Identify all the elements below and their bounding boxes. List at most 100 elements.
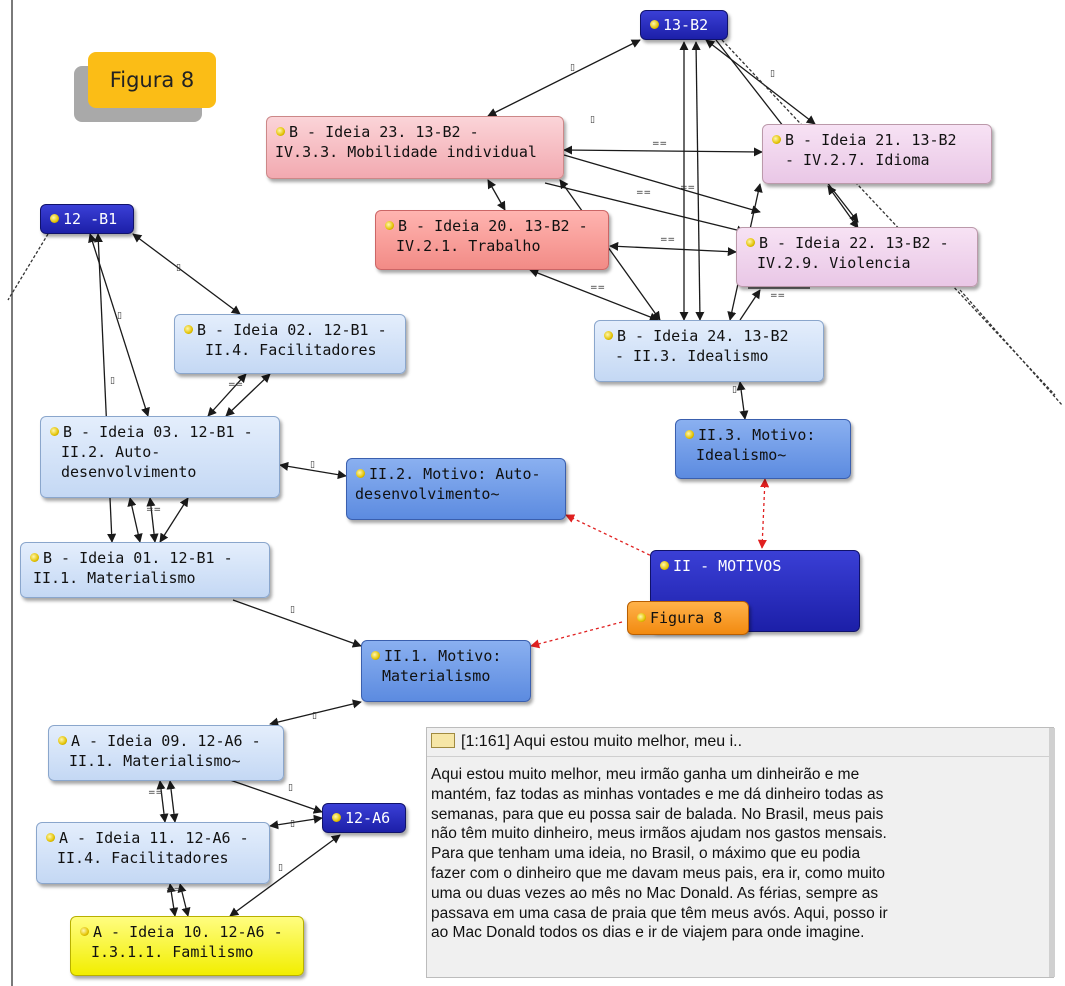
link-label-6: == [660,235,675,245]
quotation-line: Para que tenham uma ideia, no Brasil, o … [431,845,861,863]
node-ideia-23[interactable]: B - Ideia 23. 13-B2 - IV.3.3. Mobilidade… [266,116,564,179]
link-line-30 [146,497,159,543]
node-line1: II.3. Motivo: [698,426,816,444]
figure-callout: Figura 8 [74,52,216,122]
link-line-35 [269,814,323,830]
node-line2: II.2. Auto- [61,443,161,461]
node-line1: II.1. Motivo: [384,647,502,665]
node-line1: B - Ideia 01. 12-B1 - [43,549,233,567]
node-line2: II.4. Facilitadores [57,849,229,867]
link-line-18 [736,381,749,420]
node-line1: B - Ideia 02. 12-B1 - [197,321,387,339]
node-line1: B - Ideia 21. 13-B2 [785,131,957,149]
node-icon [57,735,69,747]
link-label-13: == [228,380,243,390]
node-line1: B - Ideia 24. 13-B2 [617,327,789,345]
node-motivo-materialismo[interactable]: II.1. Motivo: Materialismo [361,640,531,702]
node-line1: A - Ideia 10. 12-A6 - [93,923,283,941]
node-ideia-09[interactable]: A - Ideia 09. 12-A6 - II.1. Materialismo… [48,725,284,781]
link-line-34 [229,779,323,814]
link-line-5 [721,39,1056,396]
link-label-7: == [590,283,605,293]
link-line-14 [827,185,859,229]
link-line-33 [269,699,362,727]
quotation-line: passava em uma casa de praia que têm meu… [431,904,888,922]
node-icon [355,468,367,480]
node-motivo-auto[interactable]: II.2. Motivo: Auto- desenvolvimento~ [346,458,566,520]
node-line2: Idealismo~ [696,446,787,464]
quotation-title: [1:161] Aqui estou muito melhor, meu i.. [461,733,743,750]
node-figura-8[interactable]: Figura 8 [627,601,749,635]
node-icon [29,552,41,564]
link-label-10: ▯ [176,263,181,273]
node-ideia-03[interactable]: B - Ideia 03. 12-B1 - II.2. Auto- desenv… [40,416,280,498]
node-label: 12-A6 [345,809,391,827]
node-icon [649,19,661,31]
callout-label: Figura 8 [88,52,216,108]
node-icon [45,832,57,844]
link-label-20: ▯ [278,863,283,873]
link-line-29 [127,497,143,543]
node-ideia-20[interactable]: B - Ideia 20. 13-B2 - IV.2.1. Trabalho [375,210,609,270]
link-line-9 [609,241,737,257]
node-line1: B - Ideia 23. 13-B2 - [289,123,479,141]
node-line1: II.2. Motivo: Auto- [369,465,541,483]
node-ideia-21[interactable]: B - Ideia 21. 13-B2 - IV.2.7. Idioma [762,124,992,184]
node-line2: II.1. Materialismo [33,569,196,587]
link-line-20 [565,514,661,561]
link-line-25 [7,233,49,301]
link-line-0 [487,39,641,117]
link-label-0: ▯ [570,63,575,73]
node-motivo-idealismo[interactable]: II.3. Motivo: Idealismo~ [675,419,851,479]
node-12-a6[interactable]: 12-A6 [322,803,406,833]
link-label-21: == [148,788,163,798]
node-line1: A - Ideia 09. 12-A6 - [71,732,261,750]
link-line-3 [705,39,816,125]
link-line-16 [739,289,761,321]
quotation-panel[interactable]: [1:161] Aqui estou muito melhor, meu i..… [426,727,1055,978]
node-13-b2[interactable]: 13-B2 [640,10,728,40]
link-line-40 [177,883,191,917]
link-label-22: == [166,885,181,895]
node-ideia-01[interactable]: B - Ideia 01. 12-B1 - II.1. Materialismo [20,542,270,598]
node-ideia-02[interactable]: B - Ideia 02. 12-B1 - II.4. Facilitadore… [174,314,406,374]
link-label-19: ▯ [290,819,295,829]
node-label: II - MOTIVOS [673,557,782,575]
node-ideia-10[interactable]: A - Ideia 10. 12-A6 - I.3.1.1. Familismo [70,916,304,976]
link-line-7 [563,154,761,215]
node-icon [771,134,783,146]
link-label-18: ▯ [288,783,293,793]
node-icon [275,126,287,138]
node-ideia-11[interactable]: A - Ideia 11. 12-A6 - II.4. Facilitadore… [36,822,270,884]
quotation-line: não têm muito dinheiro, meus irmãos ajud… [431,825,887,843]
link-line-22 [132,233,241,315]
link-line-31 [159,497,189,543]
link-line-12 [529,268,659,322]
link-label-8: == [770,291,785,301]
link-label-12: ▯ [110,376,115,386]
quotation-icon [431,733,455,748]
link-label-4: == [636,188,651,198]
node-line1: A - Ideia 11. 12-A6 - [59,829,249,847]
node-ideia-22[interactable]: B - Ideia 22. 13-B2 - IV.2.9. Violencia [736,227,978,287]
quotation-line: semanas, para que eu possa sair de balad… [431,805,884,823]
left-panel-edge [0,0,13,986]
link-line-38 [166,780,179,823]
node-12-b1[interactable]: 12 -B1 [40,204,134,234]
quotation-line: Aqui estou muito melhor, meu irmão ganha… [431,766,860,783]
quotation-scrollbar[interactable] [1049,728,1055,977]
link-label-14: ▯ [310,460,315,470]
link-line-17 [959,289,1063,406]
node-line2: Materialismo [382,667,491,685]
node-ideia-24[interactable]: B - Ideia 24. 13-B2 - II.3. Idealismo [594,320,824,382]
node-label: 12 -B1 [63,210,118,228]
node-line2: I.3.1.1. Familismo [91,943,254,961]
node-icon [636,612,648,624]
node-line2: - IV.2.7. Idioma [785,151,930,169]
link-label-1: ▯ [590,115,595,125]
node-line1: B - Ideia 03. 12-B1 - [63,423,253,441]
node-icon [384,220,396,232]
node-icon [659,560,671,572]
link-line-27 [225,373,271,417]
